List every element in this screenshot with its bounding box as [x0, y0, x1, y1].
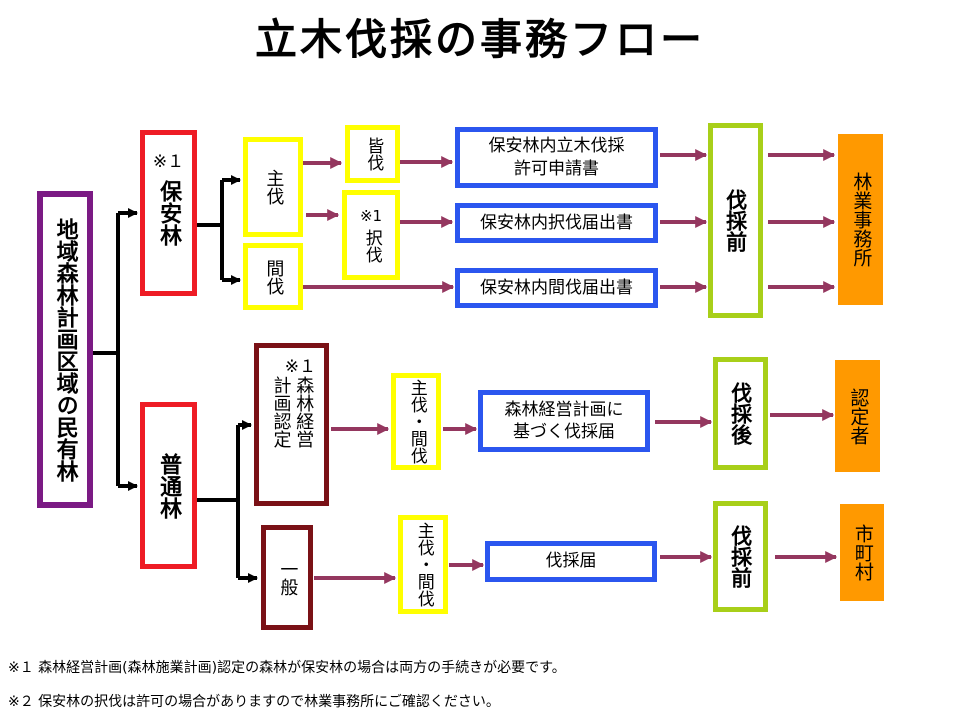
certified-person-label: 認定者: [847, 387, 870, 445]
main-thin-box-1: 主伐・間伐: [391, 373, 441, 470]
thinning-label: 間伐: [263, 258, 285, 295]
page-title: 立木伐採の事務フロー: [254, 15, 705, 64]
after-cutting-label: 伐採後: [728, 382, 753, 445]
main-thin-label-2: 主伐・間伐: [413, 522, 434, 607]
clear-cut-box: 皆伐: [345, 125, 400, 183]
forest-plan-box: ※１ 森林経営 計画認定: [254, 343, 329, 506]
forestry-office-label: 林業事務所: [850, 172, 873, 267]
forest-plan-mark: ※１: [284, 357, 316, 377]
thinning-notice-doc: 保安林内間伐届出書: [455, 268, 658, 308]
forest-plan-col1: 森林経営: [293, 376, 315, 448]
before-cutting-label-1: 伐採前: [723, 189, 748, 252]
forest-plan-text: 森林経営 計画認定: [270, 376, 315, 448]
thinning-notice-label: 保安林内間伐届出書: [480, 277, 633, 298]
thinning-box: 間伐: [243, 243, 303, 310]
forestry-office-box: 林業事務所: [838, 134, 883, 305]
forest-plan-col2: 計画認定: [270, 376, 292, 448]
clear-cut-label: 皆伐: [363, 137, 384, 171]
ordinary-forest-box: 普通林: [140, 402, 197, 569]
private-forest-box: 地域森林計画区域の民有林: [37, 191, 93, 508]
main-cut-box: 主伐: [243, 137, 303, 237]
footnote-1: ※１ 森林経営計画(森林施業計画)認定の森林が保安林の場合は両方の手続きが必要で…: [8, 660, 566, 676]
protection-forest-label: 保安林: [156, 180, 182, 246]
selective-notice-doc: 保安林内択伐届出書: [455, 203, 658, 243]
selective-notice-label: 保安林内択伐届出書: [480, 212, 633, 233]
protection-forest-box: ※１ 保安林: [140, 130, 197, 296]
municipality-label: 市町村: [851, 524, 874, 581]
tree-connectors: [90, 175, 258, 583]
selective-cut-mark: ※1: [359, 207, 383, 225]
main-thin-label-1: 主伐・間伐: [406, 379, 427, 464]
protection-forest-mark: ※１: [152, 152, 185, 172]
permit-application-label: 保安林内立木伐採 許可申請書: [488, 136, 625, 179]
general-label: 一般: [277, 559, 299, 596]
plan-notice-label: 森林経営計画に 基づく伐採届: [504, 399, 624, 442]
before-cutting-label-2: 伐採前: [728, 525, 753, 588]
footnote-2: ※２ 保安林の択伐は許可の場合がありますので林業事務所にご確認ください。: [8, 694, 500, 710]
flow-arrows: [301, 149, 838, 584]
felling-notice-doc: 伐採届: [485, 541, 657, 582]
before-cutting-box-2: 伐採前: [713, 501, 768, 612]
after-cutting-box: 伐採後: [713, 357, 768, 470]
plan-notice-doc: 森林経営計画に 基づく伐採届: [478, 390, 650, 452]
ordinary-forest-label: 普通林: [156, 452, 182, 519]
certified-person-box: 認定者: [835, 360, 880, 472]
private-forest-label: 地域森林計画区域の民有林: [52, 217, 78, 482]
before-cutting-box-1: 伐採前: [708, 123, 763, 318]
permit-application-doc: 保安林内立木伐採 許可申請書: [455, 127, 658, 188]
main-thin-box-2: 主伐・間伐: [398, 515, 448, 614]
municipality-box: 市町村: [840, 504, 884, 601]
felling-notice-label: 伐採届: [545, 551, 597, 572]
main-cut-label: 主伐: [263, 169, 285, 205]
general-box: 一般: [261, 525, 313, 630]
selective-cut-box: ※1 択伐: [342, 190, 400, 280]
selective-cut-label: 択伐: [361, 229, 382, 263]
